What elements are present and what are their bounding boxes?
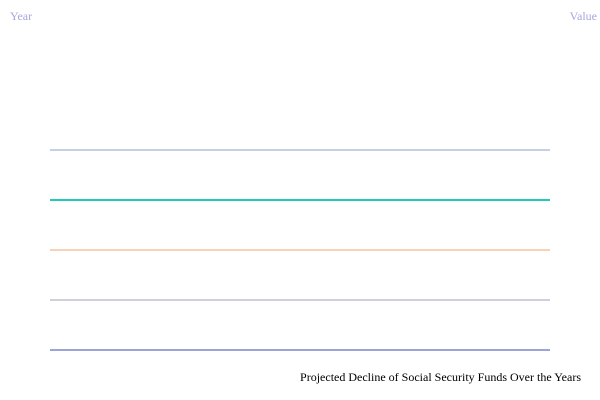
x-axis-label: Year [10, 9, 33, 23]
y-axis-label: Value [569, 9, 597, 23]
chart-title: Projected Decline of Social Security Fun… [300, 370, 581, 384]
